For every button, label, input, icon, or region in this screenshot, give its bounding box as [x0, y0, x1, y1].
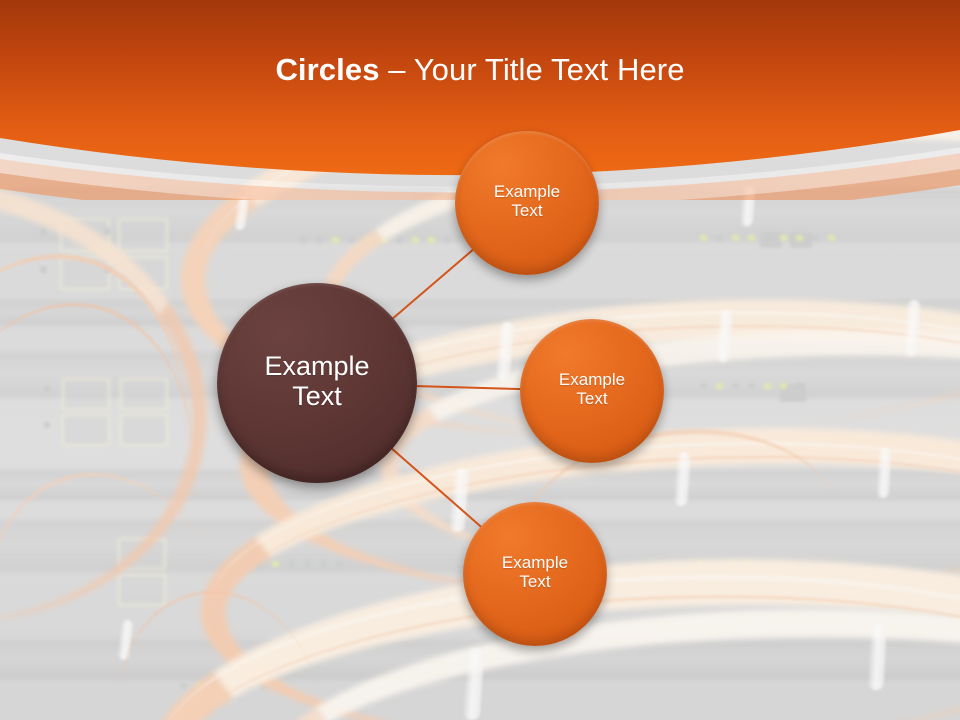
rack-port: [792, 560, 818, 578]
rack-port: [44, 422, 50, 428]
hub-circle-line2: Text: [292, 381, 342, 411]
hub-circle-line1: Example: [264, 350, 370, 381]
satellite-top-circle-line1: Example: [493, 181, 561, 201]
hub-circle-label: Example Text: [264, 351, 369, 415]
rack-led-row: [700, 234, 835, 241]
satellite-bottom-circle-line1: Example: [501, 552, 569, 572]
rack-shelf: [0, 300, 960, 326]
connector-hub-middle: [413, 384, 524, 390]
rack-port-plate: [118, 218, 168, 252]
satellite-top-circle-label: Example Text: [494, 182, 560, 224]
rack-led-row: [180, 682, 267, 689]
satellite-bottom-circle[interactable]: Example Text: [463, 502, 607, 646]
satellite-bottom-circle-line2: Text: [519, 572, 551, 591]
rack-port-plate: [62, 414, 110, 446]
rack-port: [780, 384, 806, 402]
rack-port-plate: [120, 378, 168, 410]
rack-port: [104, 228, 111, 235]
rack-port-plate: [60, 218, 110, 252]
rack-port: [40, 228, 47, 235]
rack-port: [40, 266, 47, 273]
rack-port-plate: [118, 538, 166, 570]
title-regular-part: – Your Title Text Here: [388, 52, 685, 87]
rack-led-row: [240, 560, 343, 567]
title-bold-part: Circles: [275, 52, 389, 87]
rack-port-plate: [60, 256, 110, 290]
rack-port-plate: [62, 378, 110, 410]
satellite-top-circle[interactable]: Example Text: [455, 131, 599, 275]
satellite-middle-circle-label: Example Text: [559, 370, 625, 412]
satellite-top-circle-line2: Text: [511, 201, 543, 220]
hub-circle[interactable]: Example Text: [217, 283, 417, 483]
satellite-middle-circle-line2: Text: [576, 389, 608, 408]
satellite-bottom-circle-label: Example Text: [502, 553, 568, 595]
rack-port-plate: [120, 414, 168, 446]
rack-port-plate: [118, 256, 168, 290]
rack-port: [104, 266, 111, 273]
rack-led-row: [680, 560, 767, 567]
rack-port-plate: [118, 574, 166, 606]
rack-shelf: [0, 470, 960, 500]
rack-led-row: [300, 236, 451, 243]
connector-hub-bottom: [389, 446, 484, 530]
rack-port: [44, 386, 50, 392]
connector-hub-top: [389, 247, 476, 321]
page-title: Circles – Your Title Text Here: [0, 50, 960, 90]
satellite-middle-circle-line1: Example: [558, 369, 626, 389]
rack-led-row: [700, 382, 803, 389]
satellite-middle-circle[interactable]: Example Text: [520, 319, 664, 463]
